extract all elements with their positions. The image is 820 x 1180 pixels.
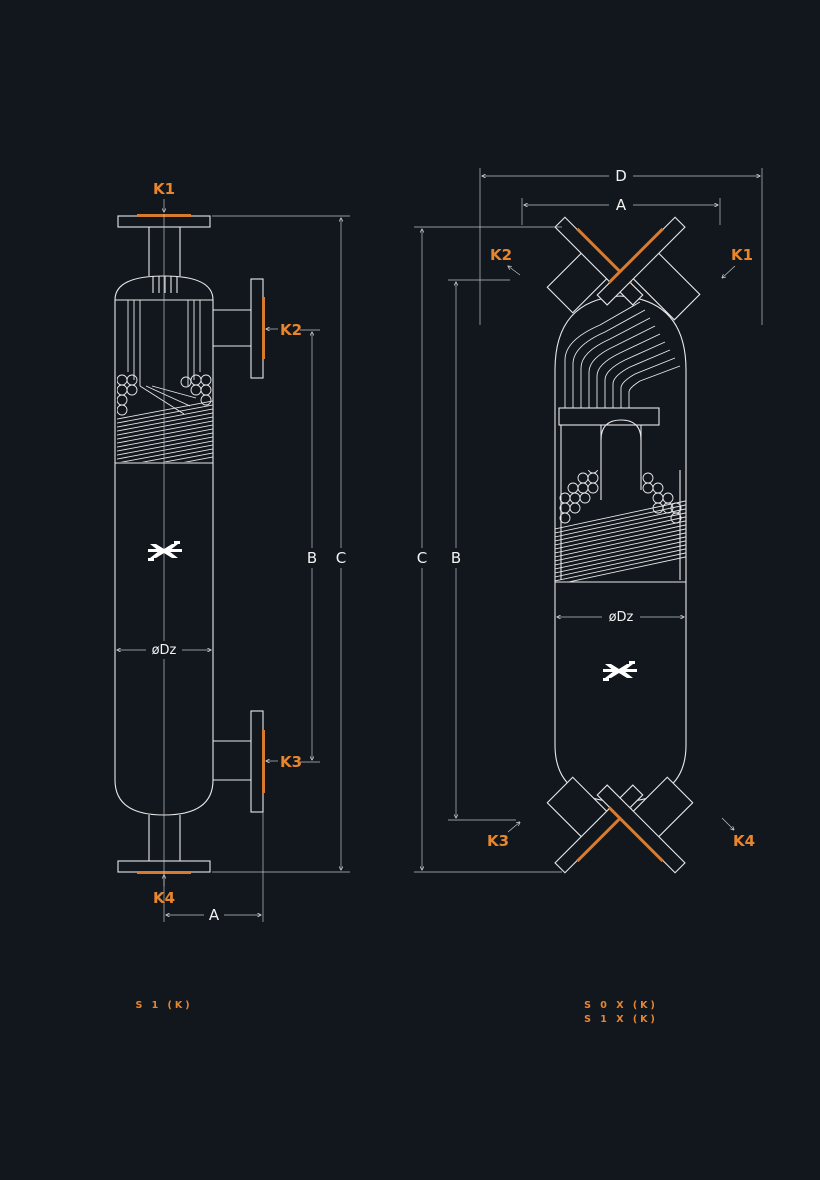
right-k2-nozzle [546,216,644,314]
left-port-k4: K4 [153,889,175,907]
right-k1-nozzle [596,216,701,321]
right-caption-1: S 0 X (K) [584,1000,658,1011]
right-dim-a-label: A [616,196,627,214]
right-dim-c-label: C [417,549,427,567]
right-dim-d-label: D [615,167,627,185]
left-k2-gasket [262,297,265,359]
left-drawing: øDz B C A K1 K2 K3 K4 [114,180,351,924]
right-port-k2: K2 [490,246,512,264]
right-drawing: øDz D A C B K2 K1 K3 K4 [412,166,763,874]
left-caption: S 1 (K) [135,1000,192,1011]
right-tube-bundle [564,301,681,408]
left-k2-flange [250,278,264,379]
left-port-k1: K1 [153,180,175,198]
right-coil-bundle [555,470,686,582]
left-port-k2: K2 [280,321,302,339]
left-k3-flange [250,710,264,813]
left-coil-bundle [117,374,213,462]
right-port-k4: K4 [733,832,755,850]
right-port-k1: K1 [731,246,753,264]
right-port-k3: K3 [487,832,509,850]
right-dz-label: øDz [609,610,634,625]
right-baffle [558,407,660,426]
logo-icon [603,661,637,681]
left-port-k3: K3 [280,753,302,771]
right-k4-nozzle [596,776,694,874]
left-dim-b-label: B [307,549,317,567]
left-dim-a-label: A [209,906,220,924]
logo-icon [148,541,182,561]
left-k3-gasket [262,730,265,793]
left-dz-label: øDz [152,643,177,658]
right-dim-b-label: B [451,549,461,567]
left-dim-c-label: C [336,549,346,567]
right-caption-2: S 1 X (K) [584,1014,658,1025]
